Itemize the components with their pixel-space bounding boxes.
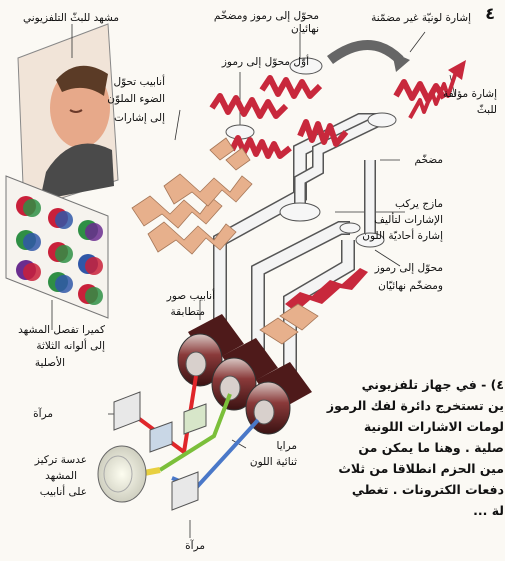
label-camera-3: الأصلية — [35, 357, 65, 370]
top-mirror — [114, 392, 140, 430]
label-final-converter-2: ومضخّم نهائيّان — [378, 280, 443, 293]
label-camera-2: إلى ألوانه الثلاثة — [36, 340, 105, 353]
caption-line: صلية . وهنا ما يمكن من — [318, 437, 504, 458]
caption-line: ين تستخرج دائرة لفك الرموز — [318, 395, 504, 416]
label-amplifier: مضخّم — [415, 154, 444, 167]
label-first-converter: أوّل محوّل إلى رموز — [222, 56, 309, 69]
label-encoder-converter-2: نهائيان — [291, 23, 319, 36]
label-final-converter-1: محوّل إلى رموز — [375, 262, 443, 275]
label-color-tubes-3: إلى إشارات — [114, 112, 165, 125]
label-dichroic-1: مرايا — [277, 440, 297, 453]
label-color-tubes-2: الضوء الملوّن — [107, 93, 165, 106]
label-mixer-2: الإشارات لتأليف — [374, 214, 443, 227]
tv-scene-image — [18, 24, 118, 210]
label-dichroic-2: ثنائية اللون — [250, 456, 297, 469]
label-composite-signal-1: إشارة مؤلفة — [443, 88, 497, 101]
label-composite-signal-2: للبثّ — [477, 104, 497, 117]
label-camera-1: كميرا تفصل المشهد — [18, 324, 105, 337]
label-encoder-converter: محوّل إلى رموز ومضخّم — [214, 10, 319, 23]
color-separated-scene-panel — [6, 176, 108, 318]
figure-number: ٤ — [485, 4, 495, 23]
label-lens-3: على أنابيب — [40, 486, 87, 499]
caption-line: مين الحزم انطلاقا من ثلاث — [318, 458, 504, 479]
caption-paragraph: ٤) - في جهاز تلفزيوني ين تستخرج دائرة لف… — [318, 374, 504, 521]
caption-line: دفعات الكترونات . تغطي — [318, 479, 504, 500]
label-matched-tubes-1: أنابيب صور — [167, 290, 215, 303]
dichroic-mirror-2 — [184, 404, 206, 434]
label-non-encoded-color: إشارة لونيّة غير مضمّنة — [371, 12, 471, 25]
focusing-lens — [98, 446, 146, 502]
label-color-tubes-1: أنابيب تحوّل — [113, 76, 165, 89]
label-mirror-top: مرآة — [33, 408, 53, 421]
caption-line: ٤) - في جهاز تلفزيوني — [318, 374, 504, 395]
dichroic-mirror-1 — [150, 422, 172, 452]
label-mirror-bottom: مرآة — [185, 540, 205, 553]
routing-arrow — [330, 45, 400, 60]
label-mixer-1: مازج يركب — [395, 198, 443, 211]
label-mixer-3: إشارة أحاديّة اللون — [362, 230, 443, 243]
label-lens-1: عدسة تركيز — [35, 454, 87, 467]
caption-line: لة ... — [318, 500, 504, 521]
label-matched-tubes-2: متطابقة — [171, 306, 205, 319]
label-lens-2: المشهد — [45, 470, 77, 483]
caption-line: لومات الاشارات اللونية — [318, 416, 504, 437]
label-tv-scene: مشهد للبثّ التلفزيوني — [23, 12, 119, 25]
